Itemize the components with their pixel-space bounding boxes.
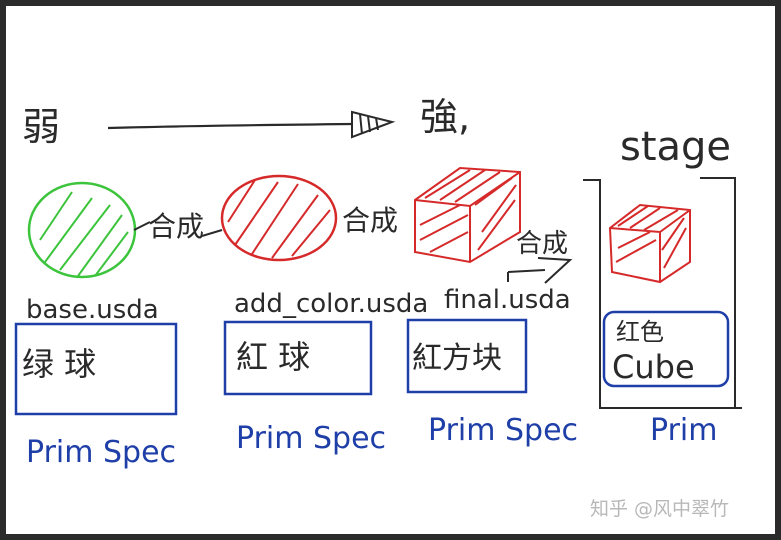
- compose-label-3: 合成: [516, 229, 568, 259]
- layer-box-2: 紅 球: [223, 320, 373, 396]
- connector-1: [133, 221, 223, 237]
- layer-box-1: 绿 球: [14, 322, 178, 416]
- layer-box-text-3: 紅方块: [412, 341, 502, 376]
- layer-filename-2: add_color.usda: [234, 289, 428, 319]
- layer-box-3: 紅方块: [406, 318, 528, 394]
- layer-box-text-1: 绿 球: [22, 345, 96, 383]
- stage-box-text-line1: 红色: [616, 318, 664, 346]
- compose-label-1: 合成: [148, 210, 204, 243]
- stage-red-cube-drawing: [608, 203, 691, 284]
- layer-filename-1: base.usda: [26, 295, 159, 325]
- layer-filename-3: final.usda: [444, 285, 571, 315]
- page-background: [6, 6, 775, 534]
- prim-spec-label-3: Prim Spec: [428, 413, 578, 448]
- weak-label: 弱: [22, 105, 60, 149]
- red-sphere-drawing: [220, 174, 338, 262]
- strength-arrow-line: [107, 122, 353, 130]
- strength-arrow-head: [351, 110, 396, 139]
- compose-label-2: 合成: [342, 204, 398, 237]
- stage-prim-box: [602, 310, 730, 388]
- prim-spec-label-1: Prim Spec: [26, 435, 176, 470]
- prim-spec-label-2: Prim Spec: [236, 421, 386, 456]
- compose-arrow: [507, 257, 573, 284]
- watermark: 知乎 @风中翠竹: [590, 498, 729, 520]
- stage-prim-label: Prim: [650, 413, 717, 448]
- stage-box-text-line2: Cube: [612, 348, 695, 386]
- red-cube-drawing: [414, 166, 521, 264]
- layer-box-text-2: 紅 球: [236, 338, 310, 376]
- strong-label: 強,: [420, 95, 470, 139]
- strength-flow: 弱 強,: [22, 95, 470, 149]
- stage-title: stage: [620, 124, 731, 170]
- stage-container: stage 红色 Cube Prim: [583, 124, 742, 448]
